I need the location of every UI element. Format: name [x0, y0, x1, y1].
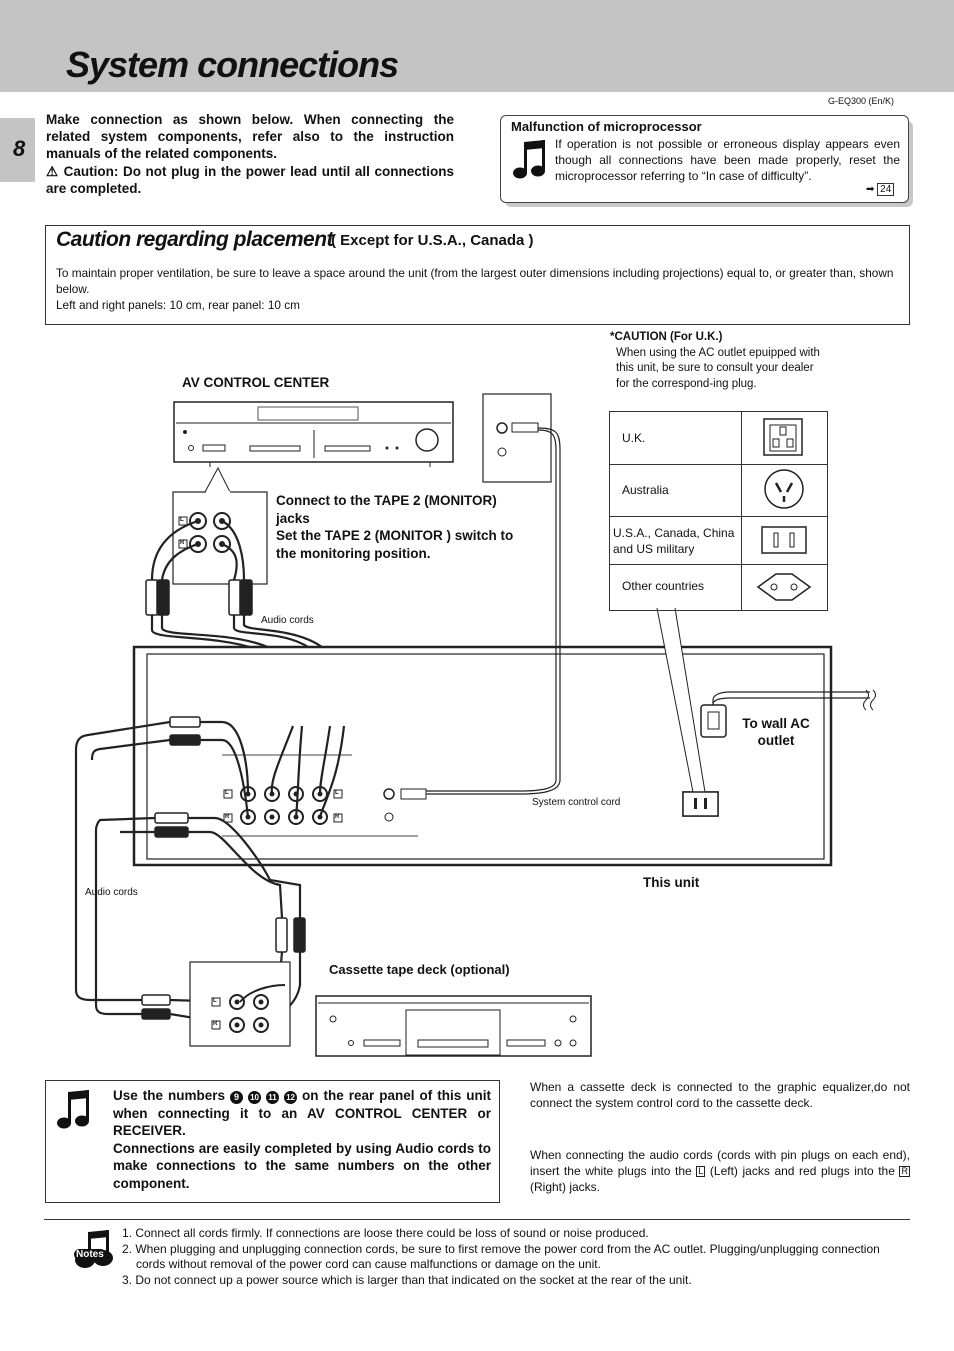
cassette-deck-device — [315, 995, 592, 1057]
jack-l-label: L — [335, 790, 339, 796]
arrow-icon: ➡ — [866, 184, 875, 195]
divider — [44, 1219, 910, 1220]
cassette-jack-panel — [211, 994, 269, 1033]
rca-plugs-left — [141, 716, 306, 1020]
us-plug-icon — [761, 526, 807, 554]
connect-tape2-text: Connect to the TAPE 2 (MONITOR) jacks — [276, 493, 497, 526]
europe-plug-icon — [756, 573, 812, 601]
placement-box — [45, 225, 910, 325]
jack-l-label: L — [213, 998, 217, 1004]
placement-dimensions: Left and right panels: 10 cm, rear panel… — [56, 298, 300, 312]
av-control-center-label: AV CONTROL CENTER — [182, 375, 330, 390]
plug-row-uk: U.K. — [610, 412, 827, 464]
number-badge: 9 — [230, 1091, 244, 1104]
numbers-note-box — [45, 1080, 500, 1203]
number-badge: 11 — [266, 1091, 280, 1104]
uk-caution-heading: *CAUTION (For U.K.) — [610, 331, 723, 343]
plug-icon-cell — [741, 517, 827, 565]
music-note-icon — [57, 1090, 89, 1129]
connect-instruction: Connect to the TAPE 2 (MONITOR) jacks Se… — [276, 492, 514, 562]
cord-note-part1: When connecting the audio cords (cords w… — [530, 1148, 910, 1178]
this-unit-label: This unit — [643, 875, 700, 890]
number-badge: 10 — [248, 1091, 262, 1104]
jack-l-label: L — [225, 790, 229, 796]
placement-body: To maintain proper ventilation, be sure … — [56, 266, 894, 296]
cord-note: When connecting the audio cords (cords w… — [530, 1147, 910, 1195]
malfunction-title: Malfunction of microprocessor — [511, 119, 702, 134]
plug-region: Australia — [622, 483, 669, 497]
numbers-note-part1: Use the numbers — [113, 1088, 226, 1103]
numbers-note-part2: on the rear panel of this unit when conn… — [113, 1088, 491, 1138]
cord-note-part3: (Right) jacks. — [530, 1180, 601, 1194]
note-item: 1. Connect all cords firmly. If connecti… — [122, 1226, 649, 1240]
uk-caution-text: When using the AC outlet epuipped with t… — [616, 346, 820, 390]
numbers-note: Use the numbers 9 10 11 12 on the rear p… — [113, 1087, 491, 1192]
page-number: 8 — [13, 136, 26, 161]
jack-r-label: R — [180, 540, 185, 546]
intro-text: Make connection as shown below. When con… — [46, 111, 454, 197]
placement-title: Caution regarding placement — [56, 228, 334, 251]
warning-icon: ⚠ — [46, 163, 59, 179]
system-control-cord-label: System control cord — [532, 797, 621, 808]
plug-row-us: U.S.A., Canada, China and US military — [610, 516, 827, 565]
right-jack-symbol: R — [899, 1166, 910, 1177]
uk-plug-icon — [763, 418, 803, 456]
av-control-center-device — [173, 401, 454, 467]
left-jack-symbol: L — [696, 1166, 706, 1177]
audio-cords-label-left: Audio cords — [85, 887, 138, 898]
intro-line1: Make connection as shown below. When con… — [46, 112, 454, 162]
audio-cords-label-top: Audio cords — [261, 615, 314, 626]
switch-instruction-text: Set the TAPE 2 (MONITOR ) switch to the … — [276, 528, 514, 561]
numbers-note-part3: Connections are easily completed by usin… — [113, 1140, 491, 1191]
plug-region: U.S.A., Canada, China and US military — [613, 526, 735, 556]
note-item: 2. When plugging and unplugging connecti… — [122, 1241, 880, 1272]
page-reference-number: 24 — [877, 183, 895, 196]
jack-r-label: R — [225, 814, 230, 820]
plug-row-australia: Australia — [610, 464, 827, 517]
plug-icon-cell — [741, 565, 827, 611]
page-reference: ➡ 24 — [866, 183, 895, 196]
notes-list: 1. Connect all cords firmly. If connecti… — [122, 1226, 912, 1288]
notes-label: Notes — [74, 1249, 106, 1260]
uk-caution: *CAUTION (For U.K.) When using the AC ou… — [610, 330, 822, 392]
malfunction-text: If operation is not possible or erroneou… — [555, 137, 900, 183]
placement-text: To maintain proper ventilation, be sure … — [56, 265, 902, 313]
plug-region: U.K. — [622, 431, 646, 445]
intro-caution: Caution: Do not plug in the power lead u… — [46, 163, 454, 196]
cassette-note: When a cassette deck is connected to the… — [530, 1080, 910, 1110]
this-unit-rear-panel — [132, 645, 833, 867]
placement-subtitle: ( Except for U.S.A., Canada ) — [331, 232, 534, 249]
page-title: System connections — [66, 44, 399, 85]
jack-r-label: R — [213, 1021, 218, 1027]
to-wall-label: To wall AC outlet — [742, 716, 810, 748]
malfunction-box — [500, 115, 909, 203]
plug-region: Other countries — [622, 579, 705, 593]
plug-icon-cell — [741, 465, 827, 517]
model-code: G-EQ300 (En/K) — [828, 96, 895, 106]
australia-plug-icon — [764, 469, 804, 509]
cassette-deck-label: Cassette tape deck (optional) — [329, 962, 510, 977]
plug-icon-cell — [741, 412, 827, 464]
number-badge: 12 — [284, 1091, 298, 1104]
note-item: 3. Do not connect up a power source whic… — [122, 1272, 692, 1287]
plug-row-other: Other countries — [610, 564, 827, 611]
page-tab — [0, 118, 35, 182]
cord-note-part2: (Left) jacks and red plugs into the — [709, 1164, 895, 1178]
jack-r-label: R — [335, 814, 340, 820]
jack-l-label: L — [180, 517, 184, 523]
header-band — [0, 0, 954, 92]
plug-type-table: U.K. Australia U.S.A., Canada, China and… — [609, 411, 828, 611]
